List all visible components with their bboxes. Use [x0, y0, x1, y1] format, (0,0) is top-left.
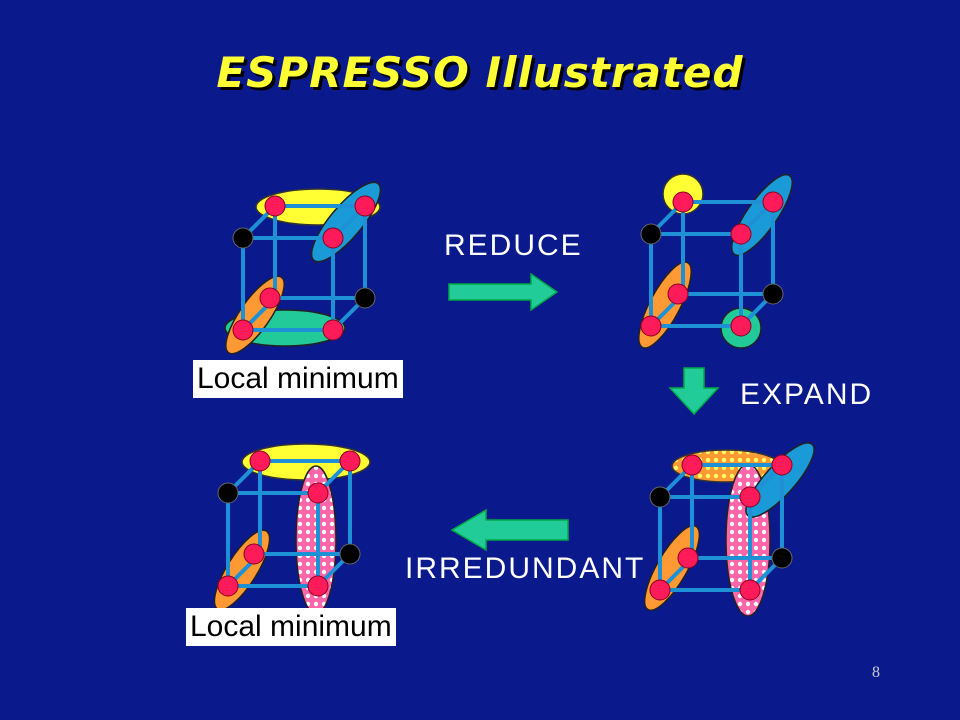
arrow-down-expand: [668, 367, 720, 416]
minterm-false: [217, 482, 239, 504]
minterm-true: [762, 191, 784, 213]
minterm-true: [771, 454, 793, 476]
minterm-true: [667, 283, 689, 305]
minterm-true: [672, 191, 694, 213]
minterm-true: [649, 579, 671, 601]
minterm-true: [640, 315, 662, 337]
cube-bottom-left: [213, 443, 371, 615]
minterm-true: [243, 543, 265, 565]
minterm-true: [307, 575, 329, 597]
minterm-false: [649, 486, 671, 508]
label-local-minimum-bottom: Local minimum: [186, 608, 396, 646]
minterm-true: [307, 482, 329, 504]
label-local-minimum-top: Local minimum: [193, 360, 403, 398]
minterm-true: [217, 575, 239, 597]
minterm-false: [232, 227, 254, 249]
minterm-false: [640, 223, 662, 245]
minterm-true: [264, 195, 286, 217]
minterm-true: [677, 547, 699, 569]
minterm-true: [739, 579, 761, 601]
minterm-true: [259, 287, 281, 309]
minterm-true: [322, 227, 344, 249]
minterm-true: [739, 486, 761, 508]
minterm-true: [339, 450, 361, 472]
arrow-left-irredundant: [450, 508, 569, 552]
arrow-right-reduce: [448, 272, 559, 312]
cover-orange: [643, 525, 701, 611]
label-expand: EXPAND: [740, 378, 874, 411]
cube-top-right: [638, 173, 793, 349]
page-number: 8: [872, 664, 880, 681]
cube-bottom-right: [643, 442, 815, 617]
minterm-true: [681, 454, 703, 476]
cover-orange: [638, 261, 692, 349]
label-reduce: REDUCE: [444, 229, 583, 262]
minterm-false: [339, 543, 361, 565]
minterm-false: [771, 547, 793, 569]
minterm-true: [730, 223, 752, 245]
minterm-true: [232, 319, 254, 341]
minterm-true: [730, 315, 752, 337]
minterm-true: [249, 450, 271, 472]
label-irredundant: IRREDUNDANT: [405, 552, 646, 585]
cube-top-left: [224, 181, 382, 355]
minterm-true: [322, 319, 344, 341]
minterm-false: [762, 283, 784, 305]
minterm-false: [354, 287, 376, 309]
slide-title: ESPRESSO Illustrated: [216, 48, 744, 97]
minterm-true: [354, 195, 376, 217]
